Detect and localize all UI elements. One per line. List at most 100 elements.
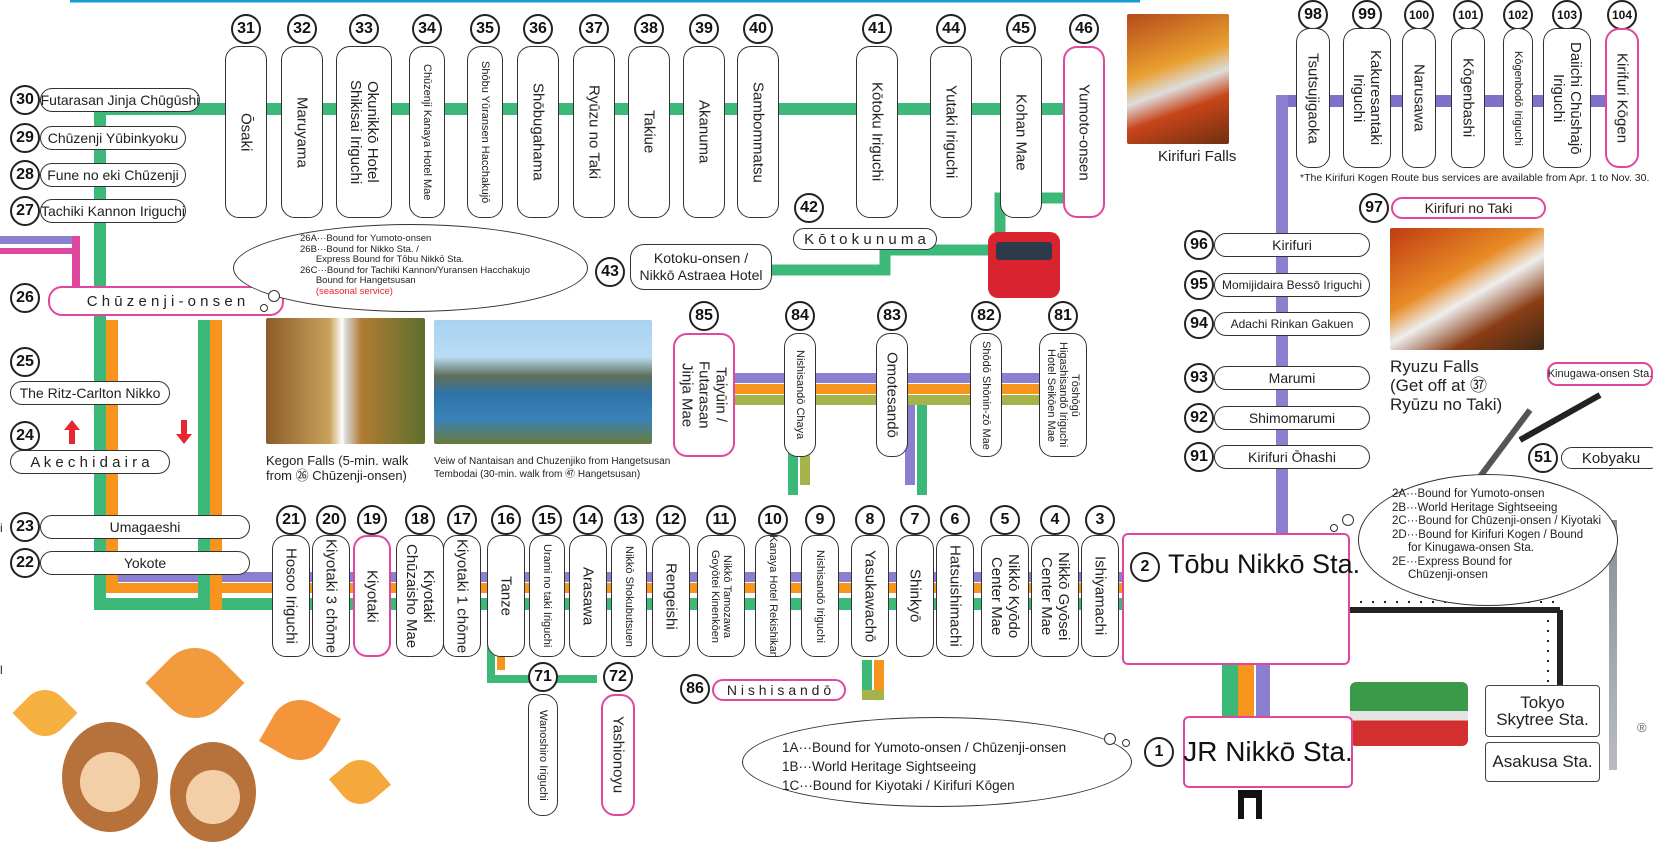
stop-name: Kiyotaki 1 chōme [453,538,471,654]
bus-stop-103[interactable]: Daiichi Chūshajō Iriguchi [1543,28,1591,168]
route-2-legend [1358,474,1618,606]
bus-stop-93[interactable]: Marumi [1214,366,1370,390]
kinugawa-onsen-station[interactable]: Kinugawa-onsen Sta. [1547,362,1653,386]
tokyo-skytree-station[interactable]: Tokyo Skytree Sta. [1485,685,1600,737]
bus-stop-91[interactable]: Kirifuri Ōhashi [1214,445,1370,469]
stop-number: 10 [758,505,788,535]
bus-stop-86[interactable]: N i s h i s a n d ō [712,679,846,701]
bus-stop-16[interactable]: Tanze [487,535,525,657]
bus-stop-104[interactable]: Kirifuri Kōgen [1605,28,1639,168]
bus-stop-41[interactable]: Kōtoku Iriguchi [856,46,898,218]
bubble-dot [268,290,280,302]
bus-stop-21[interactable]: Hosoo Iriguchi [272,535,310,657]
stop-number: 30 [10,85,40,115]
bus-stop-37[interactable]: Ryūzu no Taki [573,46,615,218]
bubble-dot [1104,733,1116,745]
bus-stop-27[interactable]: Tachiki Kannon Iriguchi [40,199,186,223]
bus-stop-42[interactable]: K ō t o k u n u m a [793,228,937,250]
bus-stop-83[interactable]: Omotesandō [876,333,908,457]
bus-stop-13[interactable]: Nikkō Shokubutsuen [611,535,647,657]
station-name: JR Nikkō Sta. [1183,736,1353,767]
bus-stop-26[interactable]: C h ū z e n j i - o n s e n [48,286,284,316]
bus-stop-23[interactable]: Umagaeshi [40,515,250,539]
bus-stop-33[interactable]: Okunikkō Hotel Shikisai Iriguchi [336,46,392,218]
bus-stop-34[interactable]: Chūzenji Kanaya Hotel Mae [409,46,445,218]
jr-nikko-station[interactable]: JR Nikkō Sta. [1183,716,1353,788]
bus-stop-45[interactable]: Kohan Mae [1000,46,1042,218]
stop-number: 96 [1184,230,1214,260]
bus-stop-15[interactable]: Urami no taki Iriguchi [529,535,565,657]
stop-name: Nikkō Gyōsei Center Mae [1038,551,1072,641]
bus-stop-98[interactable]: Tsutsujigaoka [1296,28,1330,168]
legend-line: 1A···Bound for Yumoto-onsen / Chūzenji-o… [782,740,1067,755]
bus-stop-44[interactable]: Yutaki Iriguchi [930,46,972,218]
bus-stop-11[interactable]: Nikkō Tamozawa Goyōtei Kinenkōen [697,535,745,657]
bus-stop-22[interactable]: Yokote [40,551,250,575]
bus-stop-25[interactable]: The Ritz-Carlton Nikko [10,381,170,405]
stop-number: 21 [276,505,306,535]
stop-name: Momijidaira Bessō Iriguchi [1221,278,1363,292]
stop-number: 14 [573,505,603,535]
bus-stop-82[interactable]: Shōdō Shōnin-zō Mae [970,333,1002,457]
bus-stop-92[interactable]: Shimomarumi [1214,406,1370,430]
bus-stop-17[interactable]: Kiyotaki 1 chōme [443,535,481,657]
bus-stop-43[interactable]: Kotoku-onsen / Nikkō Astraea Hotel [630,244,772,290]
bus-stop-84[interactable]: Nishisandō Chaya [784,333,816,457]
bus-stop-20[interactable]: Kiyotaki 3 chōme [312,535,350,657]
stop-name: Nikkō Kyōdo Center Mae [988,553,1022,639]
bus-stop-99[interactable]: Kakuresantaki Iriguchi [1343,28,1391,168]
stop-name: C h ū z e n j i - o n s e n [86,292,246,310]
bus-stop-24[interactable]: A k e c h i d a i r a [10,450,170,474]
bus-stop-29[interactable]: Chūzenji Yūbinkyoku [40,126,186,150]
bus-stop-18[interactable]: Kiyotaki Chūzaisho Mae [396,535,444,657]
bus-stop-6[interactable]: Hatsuishimachi [936,535,974,657]
bus-stop-71[interactable]: Wanoshiro Iriguchi [528,694,558,816]
bus-stop-28[interactable]: Fune no eki Chūzenji [40,163,186,187]
stop-number: 40 [743,14,773,44]
ryuzu-falls-photo [1390,228,1544,350]
bus-stop-51[interactable]: Kobyaku [1561,447,1653,469]
bus-stop-36[interactable]: Shōbugahama [517,46,559,218]
bus-stop-14[interactable]: Arasawa [569,535,607,657]
bus-stop-46[interactable]: Yumoto-onsen [1063,46,1105,218]
nantai-view-photo [434,320,652,444]
bus-stop-39[interactable]: Akanuma [683,46,725,218]
bus-stop-3[interactable]: Ishiyamachi [1081,535,1119,657]
stop-number: 5 [990,505,1020,535]
bus-stop-100[interactable]: Narusawa [1402,28,1436,168]
bus-stop-85[interactable]: Taiyūin / Futarasan Jinja Mae [673,333,735,457]
stop-number: 25 [10,347,40,377]
bus-stop-102[interactable]: Kōgenbodō Iriguchi [1503,28,1533,168]
bus-stop-72[interactable]: Yashionoyu [601,694,635,816]
bus-stop-19[interactable]: Kiyotaki [353,535,391,657]
bus-stop-9[interactable]: Nishisandō Iriguchi [801,535,839,657]
bus-stop-32[interactable]: Maruyama [281,46,323,218]
bus-stop-38[interactable]: Takiue [628,46,670,218]
bus-stop-5[interactable]: Nikkō Kyōdo Center Mae [981,535,1029,657]
bus-stop-8[interactable]: Yasukawachō [851,535,889,657]
bus-stop-10[interactable]: Kanaya Hotel Rekishikan [755,535,791,657]
asakusa-station[interactable]: Asakusa Sta. [1485,742,1600,782]
bus-stop-97[interactable]: Kirifuri no Taki [1391,197,1546,219]
bus-stop-101[interactable]: Kōgenbashi [1451,28,1485,168]
bus-stop-40[interactable]: Sambommatsu [737,46,779,218]
bus-stop-35[interactable]: Shōbu Yūransen Hacchakujō [467,46,503,218]
stop-number: 71 [528,662,558,692]
bus-stop-81[interactable]: Tōshōgū Higashisandō Iriguchi Hotel Seik… [1039,333,1087,457]
stop-number: 94 [1184,309,1214,339]
tobu-nikko-station[interactable]: 2 Tōbu Nikkō Sta. [1122,533,1360,665]
stop-name: Kōgenbodō Iriguchi [1512,50,1524,146]
bus-stop-94[interactable]: Adachi Rinkan Gakuen [1214,312,1370,336]
bus-stop-31[interactable]: Ōsaki [225,46,267,218]
skytree-image [1609,520,1617,770]
bus-stop-96[interactable]: Kirifuri [1214,233,1370,257]
bus-stop-95[interactable]: Momijidaira Bessō Iriguchi [1214,273,1370,297]
legend-line: 2B···World Heritage Sightseeing [1392,501,1558,514]
bus-stop-4[interactable]: Nikkō Gyōsei Center Mae [1031,535,1079,657]
stop-name: Shimomarumi [1248,410,1336,426]
bus-stop-30[interactable]: Futarasan Jinja Chūgūshi [40,88,200,112]
bubble-dot [1342,514,1354,526]
bus-stop-7[interactable]: Shinkyō [896,535,934,657]
stop-number: 37 [579,14,609,44]
bus-stop-12[interactable]: Rengeishi [652,535,690,657]
